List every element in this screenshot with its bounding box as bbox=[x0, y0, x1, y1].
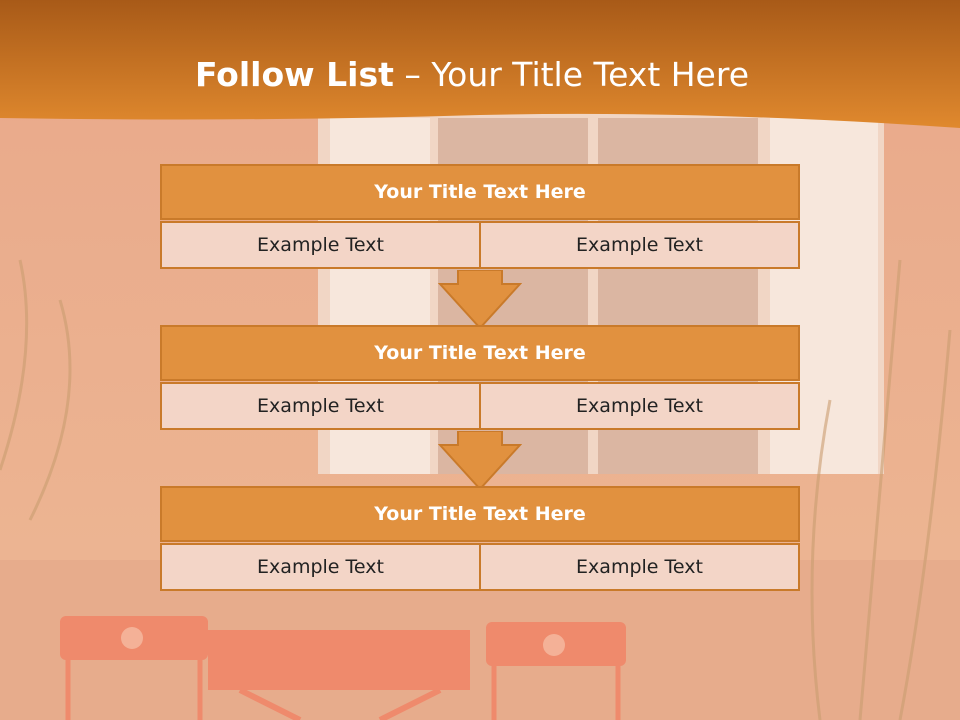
block-cell-right: Example Text bbox=[479, 543, 800, 591]
title-bold: Follow List bbox=[194, 55, 394, 94]
down-arrow-icon bbox=[438, 431, 522, 491]
block-title: Your Title Text Here bbox=[160, 486, 800, 542]
down-arrow-icon bbox=[438, 270, 522, 330]
block-title: Your Title Text Here bbox=[160, 325, 800, 381]
block-cell-left: Example Text bbox=[160, 221, 481, 269]
block-cell-left: Example Text bbox=[160, 543, 481, 591]
list-block: Your Title Text Here Example Text Exampl… bbox=[160, 325, 800, 430]
block-row: Example Text Example Text bbox=[160, 382, 800, 430]
block-row: Example Text Example Text bbox=[160, 221, 800, 269]
list-block: Your Title Text Here Example Text Exampl… bbox=[160, 164, 800, 269]
block-cell-left: Example Text bbox=[160, 382, 481, 430]
block-cell-right: Example Text bbox=[479, 221, 800, 269]
slide-title: Follow List – Your Title Text Here bbox=[0, 55, 944, 94]
block-cell-right: Example Text bbox=[479, 382, 800, 430]
list-block: Your Title Text Here Example Text Exampl… bbox=[160, 486, 800, 591]
block-row: Example Text Example Text bbox=[160, 543, 800, 591]
block-title: Your Title Text Here bbox=[160, 164, 800, 220]
title-rest: – Your Title Text Here bbox=[404, 55, 750, 94]
